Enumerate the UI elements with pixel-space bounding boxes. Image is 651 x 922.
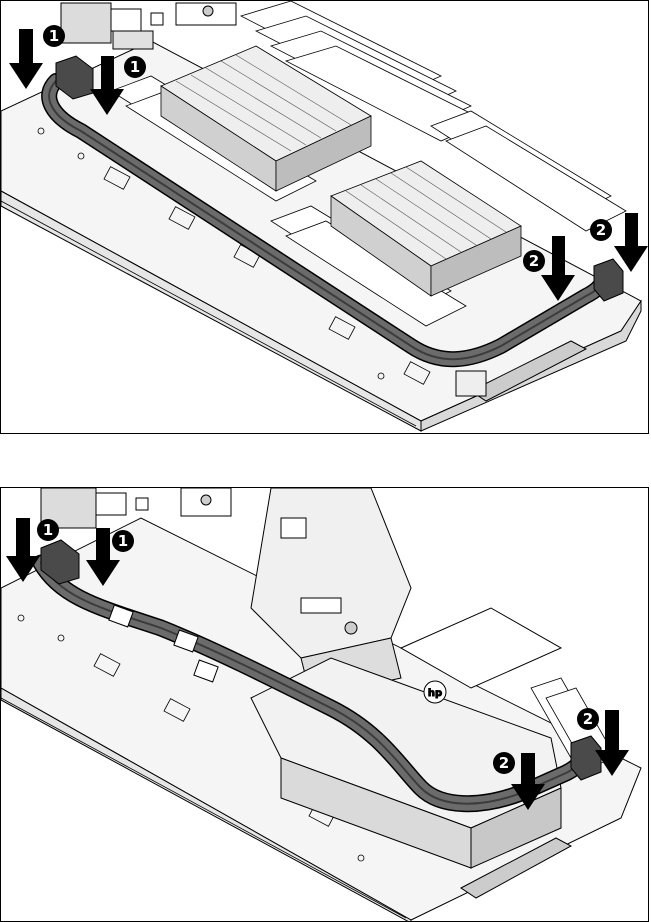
callout-number-1a: 1 (37, 519, 59, 541)
step-label: 2 (596, 221, 606, 239)
hp-logo: hp (428, 688, 442, 699)
callout-arrow-2b (614, 213, 648, 272)
diagram-panel-top: 1 1 2 2 (0, 0, 649, 434)
system-board-components (61, 3, 236, 49)
callout-number-2a: 2 (523, 250, 545, 272)
step-label: 1 (43, 521, 53, 539)
diagram-panel-bottom: hp (0, 487, 649, 922)
cable-connector-right (594, 259, 623, 301)
callout-number-2b: 2 (590, 219, 612, 241)
callout-number-2a: 2 (493, 752, 515, 774)
callout-number-1b: 1 (112, 530, 134, 552)
down-arrow-icon (9, 29, 43, 89)
step-label: 1 (118, 532, 128, 550)
step-label: 2 (499, 754, 509, 772)
callout-arrow-1a (9, 29, 43, 89)
down-arrow-icon (614, 213, 648, 272)
step-label: 1 (130, 58, 140, 76)
callout-number-1b: 1 (124, 56, 146, 78)
step-label: 2 (529, 252, 539, 270)
server-blade-illustration-top: 1 1 2 2 (1, 1, 649, 434)
step-label: 2 (583, 710, 593, 728)
callout-number-1a: 1 (43, 25, 65, 47)
callout-number-2b: 2 (577, 708, 599, 730)
step-label: 1 (49, 27, 59, 45)
server-blade-illustration-bottom: hp (1, 488, 649, 922)
cable-connector-right (571, 736, 601, 780)
